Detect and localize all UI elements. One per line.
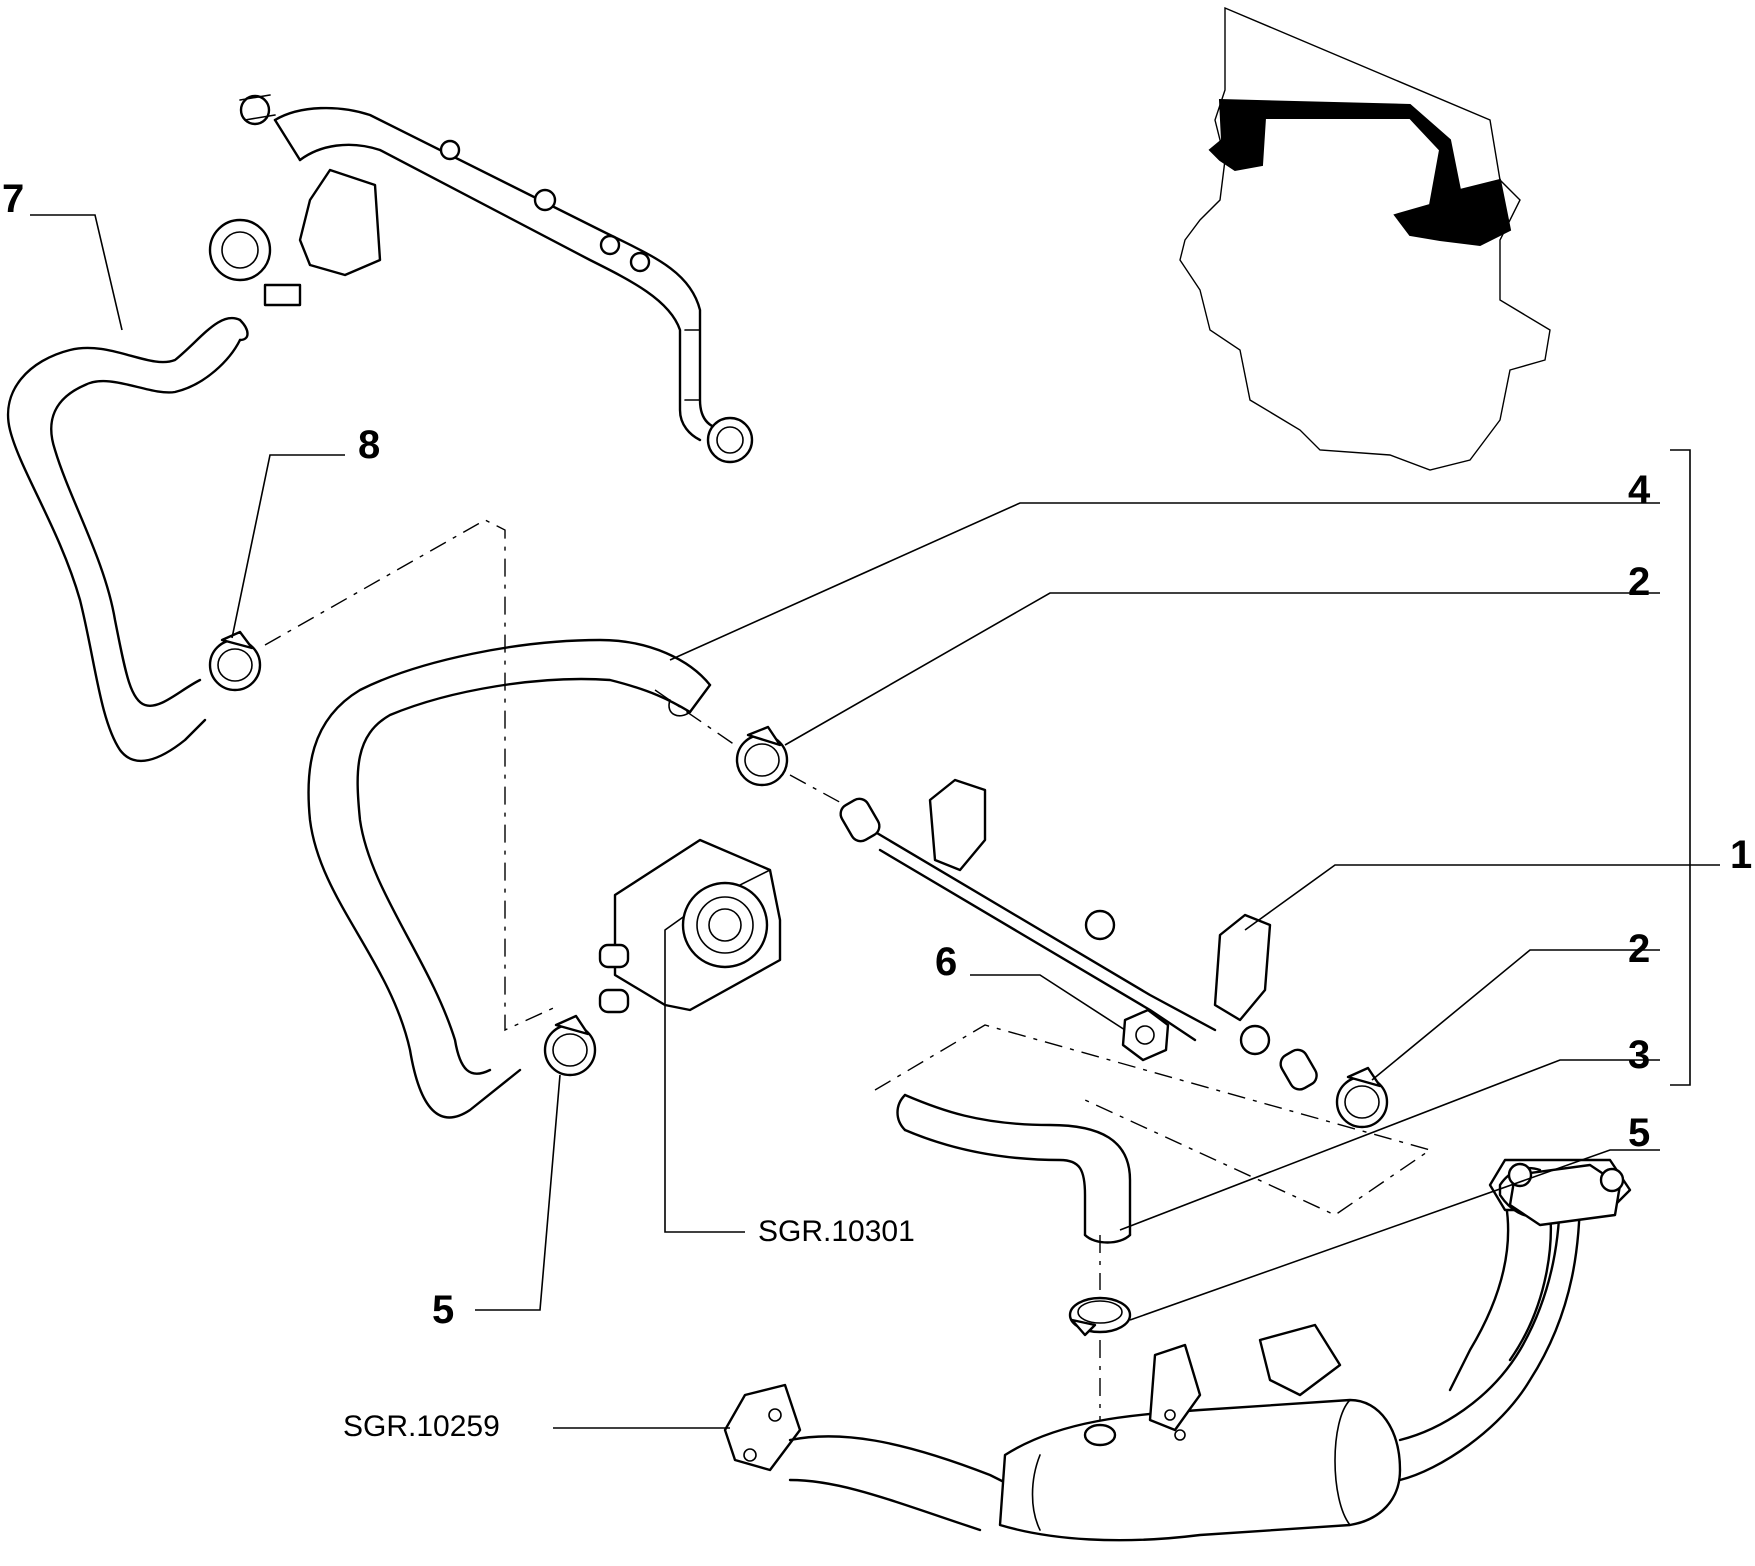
engine-locator-thumbnail [1179,6,1551,471]
ref-oil-cooler: SGR.10301 [758,1215,915,1248]
hose-clamp-part-5-right [1068,1296,1132,1337]
oil-cooler [598,838,782,1014]
leader-lines [30,214,1720,1429]
callout-3: 3 [1628,1033,1650,1077]
hose-clamp-part-2-lower [1335,1066,1389,1129]
upper-water-pipe [208,94,754,464]
hose-clamp-part-5-left [543,1014,597,1077]
alignment-lines [264,519,1432,1420]
callout-2-upper: 2 [1628,560,1650,604]
hose-clamp-part-8 [208,630,262,692]
hose-part-4 [307,638,712,1119]
ref-egr-pipe: SGR.10259 [343,1410,500,1443]
callout-8: 8 [358,423,380,467]
hose-clamp-part-2-upper [735,725,789,787]
callout-6: 6 [935,940,957,984]
hose-part-7 [6,316,249,763]
hose-part-3 [896,1093,1132,1244]
metal-pipe-part-1 [839,778,1318,1091]
egr-pipe [723,1158,1632,1542]
callout-2-lower: 2 [1628,927,1650,971]
nut-part-6 [1121,1008,1170,1062]
callout-5-right: 5 [1628,1111,1650,1155]
highlighted-pipe-on-engine [1208,98,1512,247]
callout-1: 1 [1730,833,1752,877]
callout-labels: 7 8 4 2 1 6 2 3 5 5 SGR.10301 SGR.10259 [2,177,1752,1443]
callout-7: 7 [2,177,24,221]
callout-4: 4 [1628,468,1651,512]
callout-5-left: 5 [432,1288,454,1332]
